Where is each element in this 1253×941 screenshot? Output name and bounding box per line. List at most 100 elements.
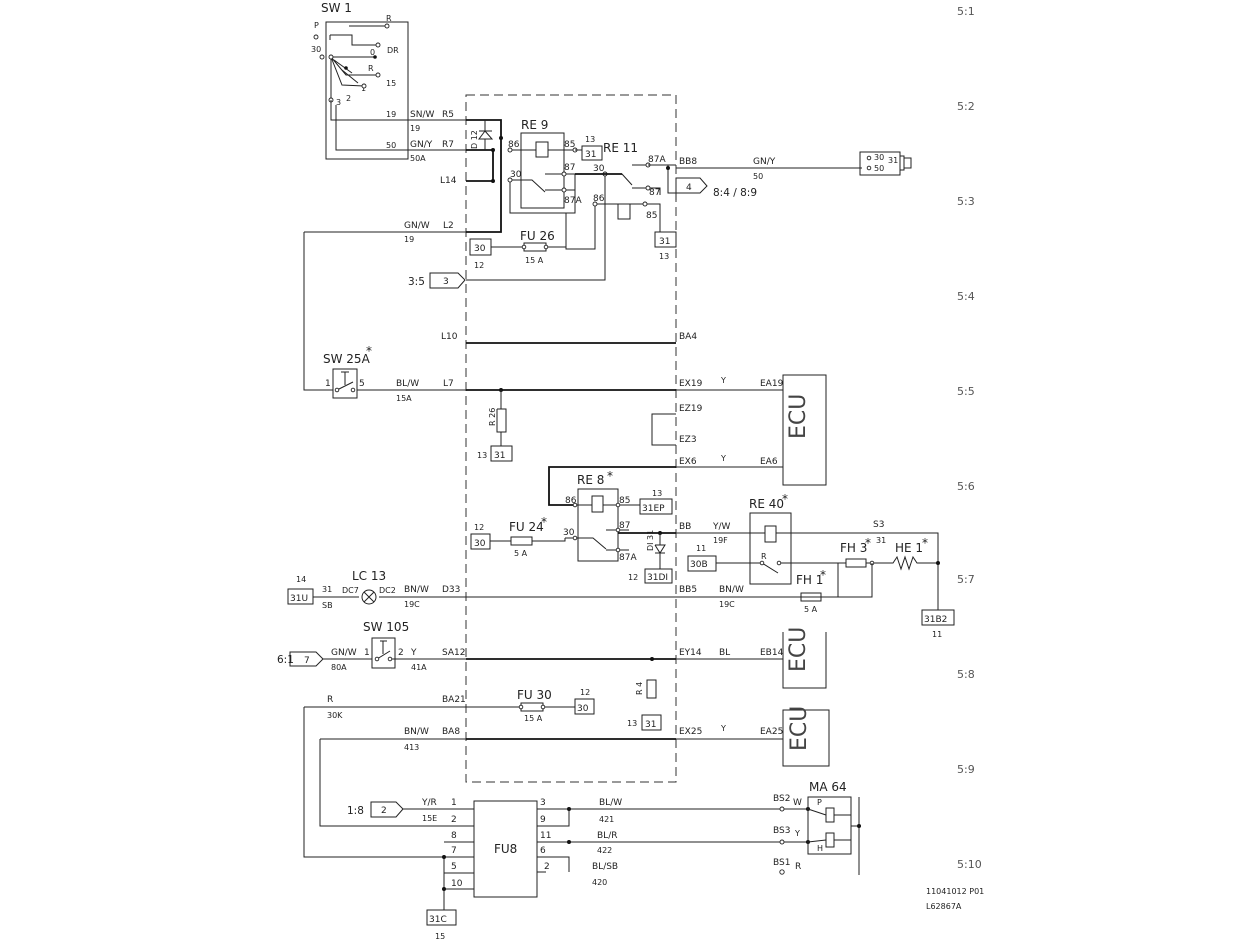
- wire-ba8-ex25: BN/W 413 BA8 EX25 Y EA25 ECU: [319, 706, 830, 827]
- sw1-pin-19: 19: [386, 110, 396, 119]
- drawing-footer: 11041012 P01 L62867A: [926, 887, 984, 911]
- re9-coil: [535, 141, 549, 158]
- re8-pin-85: 85: [619, 496, 630, 506]
- pin-bs3-color: Y: [794, 829, 800, 838]
- fu24-wires: [490, 538, 566, 542]
- wire-ex6-color: Y: [720, 454, 726, 463]
- diode-d12-block: D 12: [466, 119, 503, 233]
- terminal-31-re9-num: 13: [585, 135, 595, 144]
- wire-r7-color: GN/Y: [410, 140, 433, 150]
- terminal-30-fu30: [574, 698, 595, 715]
- pin-d33: D33: [442, 585, 460, 595]
- fu24-rating: 5 A: [514, 549, 528, 558]
- re40-label: RE 40: [749, 497, 784, 511]
- re11-pin-86: 86: [593, 194, 605, 204]
- sw1-pos-3: 3: [336, 98, 341, 107]
- resistor-r4: [646, 679, 657, 699]
- fu8-body: [473, 800, 538, 898]
- sw1-pin-0: 0: [370, 48, 375, 57]
- wire-fu8-in-num: 15E: [422, 814, 437, 823]
- fh1-rating: 5 A: [804, 605, 818, 614]
- wire-l7-num: 15A: [396, 394, 412, 403]
- sw25a-body: [332, 368, 358, 399]
- relay-re8: EX6 Y EA6 RE 8 * 86 85 30 87 87A 31EP 13…: [548, 454, 783, 584]
- terminal-30b-label: 30B: [690, 560, 708, 570]
- wire-ba8-num: 413: [404, 743, 419, 752]
- di31-label: DI 31: [646, 530, 655, 551]
- fu8-right-pin-3: 3: [540, 798, 546, 808]
- fu8-left-pin-2: 2: [451, 815, 457, 825]
- wire-r5-num: 19: [410, 124, 420, 133]
- ecu-module-2: [782, 632, 827, 689]
- re11-coil: [617, 203, 631, 220]
- fu8-left-pin-7: 7: [451, 846, 457, 856]
- sheet-ref-7: 5:7: [957, 573, 975, 586]
- ecu-label: ECU: [786, 394, 811, 439]
- terminal-3-arrow: [429, 272, 466, 289]
- wire-bb5-color: BN/W: [719, 585, 744, 595]
- wire-sw105-out-color: Y: [410, 648, 417, 658]
- sheet-reference-column: 5:1 5:2 5:3 5:4 5:5 5:6 5:7 5:8 5:9 5:10: [957, 5, 982, 871]
- sw1-ignition-switch: SW 1 P R 30 0 DR R 15 1 2 3 19 50: [311, 1, 409, 160]
- ma64-sensor-p: [825, 807, 835, 823]
- wire-bb-color: Y/W: [712, 522, 731, 532]
- re8-label: RE 8: [577, 473, 604, 487]
- wire-ba8-color: BN/W: [404, 727, 429, 737]
- pin-bs1-color: R: [795, 862, 801, 872]
- re40-body: [749, 512, 792, 585]
- pin-ba8: BA8: [442, 727, 460, 737]
- wire-ex19-color: Y: [720, 376, 726, 385]
- fu8-left-pin-1: 1: [451, 798, 457, 808]
- ma64-pin-p: P: [817, 798, 822, 807]
- sheet-ref-2: 5:2: [957, 100, 975, 113]
- pin-ey14: EY14: [679, 648, 702, 658]
- sw105-pin-2: 2: [398, 648, 404, 658]
- ecu-label-3: ECU: [787, 706, 812, 751]
- re40-coil: [764, 525, 777, 543]
- terminal-31b2-num: 11: [932, 630, 942, 639]
- pin-ea6: EA6: [760, 457, 778, 467]
- terminal-31-r26-num: 13: [477, 451, 487, 460]
- re11-pin-30: 30: [593, 164, 605, 174]
- fu8-ma64-circuit: 2 1:8 Y/R 15E FU8 1 2 8 7 5 10 31C 15 3 …: [347, 780, 861, 941]
- pin-ea25: EA25: [760, 727, 783, 737]
- starter-pin-50: 50: [874, 164, 884, 173]
- lc13-wire-31: 31: [322, 585, 332, 594]
- fh1-label: FH 1: [796, 573, 823, 587]
- re9-pin-87a: 87A: [564, 196, 582, 206]
- wire-l2: [303, 231, 466, 391]
- re40-star: *: [782, 492, 788, 506]
- central-electrical-unit-outline: [465, 94, 677, 783]
- he1-star: *: [922, 536, 928, 550]
- sw1-pin-r2: R: [368, 64, 374, 73]
- wire-ex6-internal: [548, 466, 676, 506]
- heater-he1-element: [821, 555, 938, 598]
- fu26-body: [523, 242, 547, 252]
- re8-coil: [591, 495, 604, 513]
- starter-connector-end: [903, 157, 912, 169]
- pin-ex6: EX6: [679, 457, 697, 467]
- fu30-label: FU 30: [517, 688, 552, 702]
- fu8-label: FU8: [494, 842, 517, 856]
- sw1-pin-15: 15: [386, 79, 396, 88]
- terminal-31di-label: 31DI: [647, 573, 668, 583]
- sw1-contacts-top: [329, 25, 387, 46]
- sheet-ref-4: 5:4: [957, 290, 975, 303]
- fu8-left-pin-8: 8: [451, 831, 457, 841]
- terminal-31c-num: 15: [435, 932, 445, 941]
- wire-l2-num: 19: [404, 235, 414, 244]
- wire-421-num: 421: [599, 815, 614, 824]
- terminal-30-fu24-num: 12: [474, 523, 484, 532]
- fu8-right-pin-9: 9: [540, 815, 546, 825]
- bb8-starter-connector: BB8 GN/Y 50 30 50 31: [676, 151, 912, 181]
- terminal-31-re9: [581, 145, 603, 161]
- terminal-31ep-label: 31EP: [642, 504, 665, 514]
- fu24-star: *: [541, 515, 547, 529]
- re8-body: [577, 488, 619, 562]
- wire-l2-color: GN/W: [404, 221, 430, 231]
- fu8-right-pin-2: 2: [544, 862, 550, 872]
- fuse-fu24: 30 12 FU 24 * 5 A: [470, 515, 566, 558]
- terminal-4-sheet-ref: 8:4 / 8:9: [713, 187, 757, 199]
- lc13-label: LC 13: [352, 569, 386, 583]
